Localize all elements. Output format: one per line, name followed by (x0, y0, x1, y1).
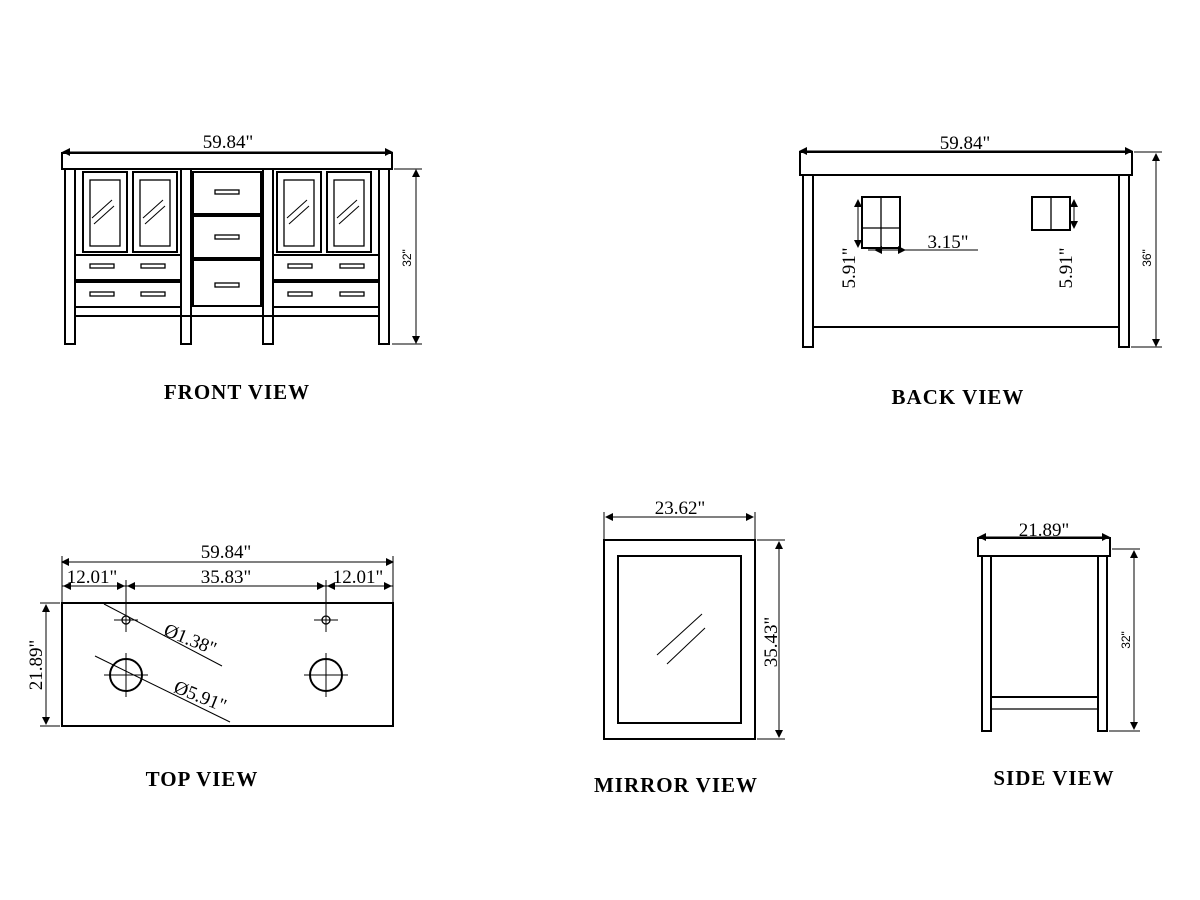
front-height-label: 32" (400, 249, 414, 267)
top-drain-leader (94, 655, 231, 723)
top-faucet-hole-label: Ø1.38" (161, 620, 220, 660)
side-depth-label: 21.89" (1019, 520, 1070, 541)
top-faucet-leader (103, 603, 223, 667)
side-countertop (977, 537, 1111, 557)
mirror-view: 23.62" 35.43" MIRROR VIEW (594, 498, 785, 797)
mirror-reflection-line-1 (656, 613, 703, 656)
top-drain-hole-label: Ø5.91" (171, 677, 230, 717)
side-front-post (981, 555, 992, 732)
front-view: 59.84" (61, 132, 422, 404)
mirror-reflection-line-2 (666, 627, 706, 665)
front-right-door-2 (326, 171, 372, 253)
front-center-drawer-3 (192, 259, 262, 307)
front-view-caption: FRONT VIEW (164, 380, 310, 404)
back-view-caption: BACK VIEW (892, 385, 1025, 409)
front-right-post (378, 168, 390, 345)
front-countertop (61, 152, 393, 170)
back-countertop (799, 151, 1133, 176)
back-left-post (802, 174, 814, 348)
top-countertop-outline (61, 602, 394, 727)
mirror-view-caption: MIRROR VIEW (594, 773, 758, 797)
front-left-door-1 (82, 171, 128, 253)
top-width-label: 59.84" (201, 542, 252, 563)
front-left-post (64, 168, 76, 345)
side-back-post (1097, 555, 1108, 732)
top-left-offset-label: 12.01" (67, 567, 118, 588)
front-right-door-1 (276, 171, 322, 253)
top-view: 59.84" 12.01" 35.83" 12.01" Ø1.38" Ø5.91… (26, 542, 394, 791)
front-width-label: 59.84" (203, 132, 254, 153)
mirror-height-label: 35.43" (761, 617, 782, 668)
side-view-caption: SIDE VIEW (993, 766, 1114, 790)
back-height-label: 36" (1140, 249, 1154, 267)
side-view: 21.89" 32" SIDE VIEW (977, 520, 1140, 790)
top-center-spacing-label: 35.83" (201, 567, 252, 588)
side-height-label: 32" (1119, 631, 1133, 649)
back-right-post (1118, 174, 1130, 348)
back-cutout-offset-label: 3.15" (927, 232, 968, 253)
back-width-label: 59.84" (940, 133, 991, 154)
mirror-width-label: 23.62" (655, 498, 706, 519)
mirror-glass (617, 555, 742, 724)
front-right-drawer-lower (272, 281, 380, 308)
top-right-offset-label: 12.01" (333, 567, 384, 588)
front-center-drawer-1 (192, 171, 262, 215)
front-left-drawer-upper (74, 254, 182, 281)
top-depth-label: 21.89" (26, 640, 47, 691)
back-view: 59.84" 5.91" 3.15" 5.91" 36" BACK VIEW (799, 133, 1162, 409)
front-center-drawer-2 (192, 215, 262, 259)
front-left-door-2 (132, 171, 178, 253)
back-right-cutout-height-label: 5.91" (1056, 247, 1077, 288)
back-left-cutout-height-label: 5.91" (839, 247, 860, 288)
front-inner-left-post (180, 168, 192, 345)
front-inner-right-post (262, 168, 274, 345)
front-left-drawer-lower (74, 281, 182, 308)
top-view-caption: TOP VIEW (146, 767, 259, 791)
mirror-frame (603, 539, 756, 740)
front-right-drawer-upper (272, 254, 380, 281)
